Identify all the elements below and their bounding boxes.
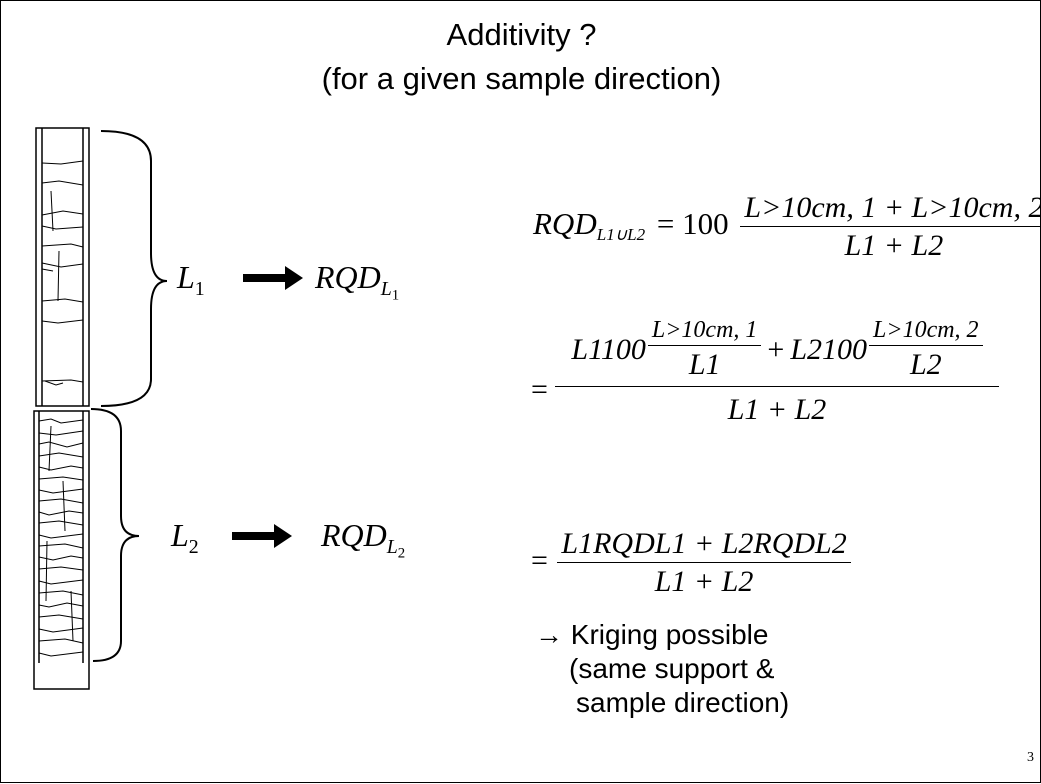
brace-upper	[100, 130, 168, 407]
arrow-lower	[232, 524, 292, 548]
note-line-3: sample direction)	[576, 687, 790, 718]
brace-lower	[90, 408, 140, 662]
equation-1: RQDL1∪L2 = 100 L>10cm, 1 + L>10cm, 2 L1 …	[533, 191, 1041, 263]
equation-2-denominator: L1 + L2	[727, 393, 827, 426]
label-RQD-L2: RQDL2	[321, 517, 406, 562]
note-line-1: → Kriging possible	[535, 619, 769, 650]
equation-1-denominator: L1 + L2	[844, 229, 944, 262]
note-line-2: (same support &	[569, 653, 775, 684]
equation-3-numerator: L1RQDL1 + L2RQDL2	[557, 527, 851, 563]
fracture-lines-lower	[38, 418, 84, 657]
core-column-lower	[33, 410, 90, 690]
core-column-upper	[35, 127, 90, 407]
label-L2: L2	[171, 517, 199, 558]
label-L1: L1	[177, 259, 205, 300]
arrow-upper	[243, 266, 303, 290]
slide-title: Additivity ?	[446, 17, 597, 52]
fracture-lines-upper	[41, 160, 84, 386]
equation-1-numerator: L>10cm, 1 + L>10cm, 2	[740, 191, 1041, 227]
slide-subtitle: (for a given sample direction)	[321, 61, 722, 96]
equation-3: = L1RQDL1 + L2RQDL2 L1 + L2	[531, 527, 851, 599]
label-RQD-L1: RQDL1	[315, 259, 400, 304]
page-number: 3	[1027, 750, 1034, 765]
equation-3-denominator: L1 + L2	[654, 565, 754, 598]
